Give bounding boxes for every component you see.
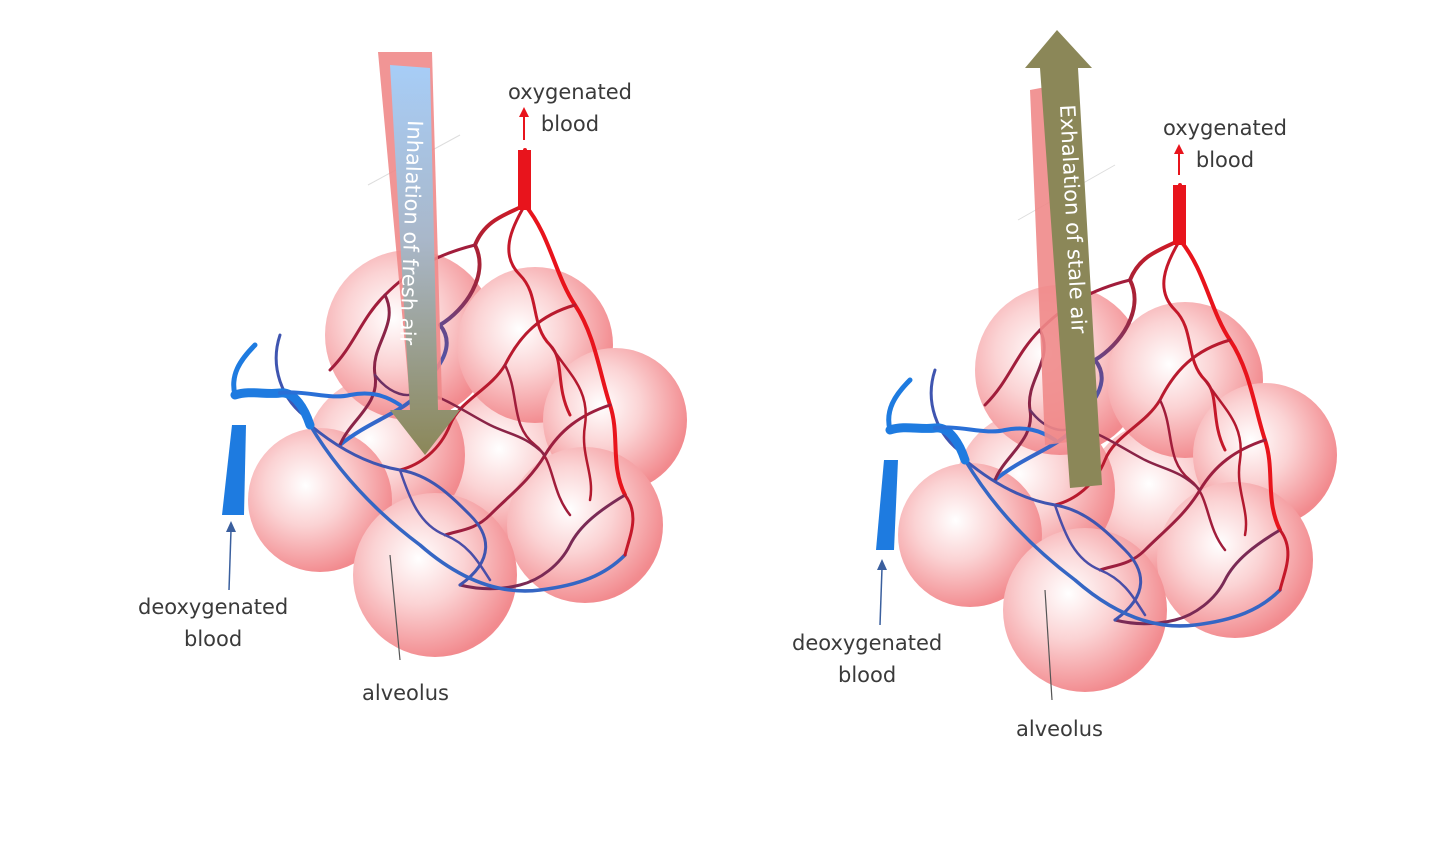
- left-deoxygenated-label: deoxygenated blood: [138, 595, 289, 651]
- right-alveolus-pointer: [1044, 589, 1053, 701]
- left-alveolus-label: alveolus: [362, 681, 449, 705]
- down-arrow-icon: Inhalation of fresh air: [378, 52, 460, 455]
- left-deoxygenated-vessel: [222, 425, 246, 515]
- right-oxygenated-vessel: [1173, 185, 1186, 245]
- up-arrow-icon: [877, 559, 887, 626]
- left-panel: Inhalation of fresh air: [222, 52, 687, 661]
- up-arrow-icon: Exhalation of stale air: [1025, 30, 1102, 488]
- up-arrow-icon: [1174, 144, 1184, 175]
- up-arrow-icon: [226, 521, 236, 591]
- left-alveolus-pointer: [389, 554, 401, 661]
- right-alveolus-label: alveolus: [1016, 717, 1103, 741]
- left-oxygenated-vessel: [518, 150, 531, 210]
- right-deoxygenated-label: deoxygenated blood: [792, 631, 943, 687]
- right-oxygenated-label: oxygenated blood: [1163, 116, 1287, 172]
- left-oxygenated-label: oxygenated blood: [508, 80, 632, 136]
- left-alveolus-cluster: [248, 250, 687, 657]
- right-deoxygenated-vessel: [876, 460, 898, 550]
- up-arrow-icon: [519, 107, 529, 140]
- right-panel: Exhalation of stale air: [876, 30, 1337, 701]
